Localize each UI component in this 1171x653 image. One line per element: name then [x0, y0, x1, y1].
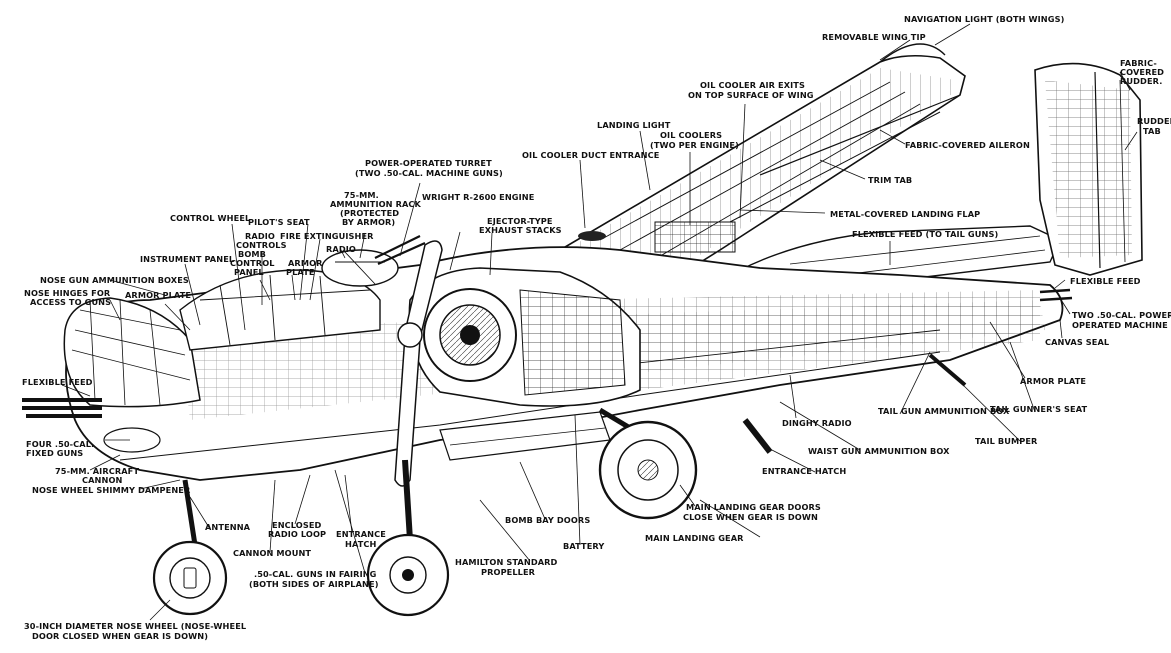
label-pilots-seat: PILOT'S SEAT — [248, 217, 310, 227]
label-ammo-rack: 75-MM. AMMUNITION RACK (PROTECTED BY ARM… — [330, 190, 424, 227]
label-tail-gunners-seat: TAIL GUNNER'S SEAT — [990, 404, 1088, 414]
label-antenna: ANTENNA — [205, 522, 251, 532]
label-radio-controls: RADIO CONTROLS — [236, 231, 287, 250]
propeller — [394, 240, 443, 487]
label-metal-flap: METAL-COVERED LANDING FLAP — [830, 209, 980, 219]
label-wright-engine: WRIGHT R-2600 ENGINE — [422, 192, 534, 202]
main-landing-gear-rear — [598, 407, 773, 520]
callout-labels: NAVIGATION LIGHT (BOTH WINGS) REMOVABLE … — [22, 14, 1171, 641]
label-rudder-tab: RUDDER TAB — [1137, 116, 1171, 136]
label-entrance-hatch-right: ENTRANCE HATCH — [762, 466, 846, 476]
label-hamilton-propeller: HAMILTON STANDARD PROPELLER — [455, 557, 560, 577]
label-guns-in-fairing: .50-CAL. GUNS IN FAIRING (BOTH SIDES OF … — [249, 569, 379, 589]
nose-landing-gear — [152, 479, 228, 616]
label-armor-plate-right: ARMOR PLATE — [1020, 376, 1086, 386]
label-cannon-mount: CANNON MOUNT — [233, 548, 311, 558]
label-armor-plate-left: ARMOR PLATE — [125, 290, 191, 300]
label-fire-extinguisher: FIRE EXTINGUISHER — [280, 231, 374, 241]
label-canvas-seal: CANVAS SEAL — [1045, 337, 1109, 347]
label-oil-cooler-air-exits: OIL COOLER AIR EXITS ON TOP SURFACE OF W… — [688, 80, 814, 100]
label-armor-plate-top: ARMOR PLATE — [286, 258, 326, 277]
label-nose-wheel: 30-INCH DIAMETER NOSE WHEEL (NOSE-WHEEL … — [24, 621, 249, 641]
label-tail-gun-ammo: TAIL GUN AMMUNITION BOX — [878, 406, 1010, 416]
leader-lines — [61, 23, 1138, 621]
label-entrance-hatch-left: ENTRANCE HATCH — [336, 529, 389, 549]
label-nose-gun-ammo: NOSE GUN AMMUNITION BOXES — [40, 275, 189, 285]
cockpit-canopy — [179, 269, 381, 351]
label-oil-coolers: OIL COOLERS (TWO PER ENGINE) — [650, 130, 739, 150]
label-main-landing-gear: MAIN LANDING GEAR — [645, 533, 744, 543]
label-flexible-feed-tail: FLEXIBLE FEED (TO TAIL GUNS) — [852, 229, 998, 239]
main-wing — [558, 43, 966, 301]
label-nose-hinges: NOSE HINGES FOR ACCESS TO GUNS — [24, 288, 113, 307]
label-fabric-rudder: FABRIC- COVERED RUDDER. — [1120, 58, 1167, 86]
label-waist-gun-ammo: WAIST GUN AMMUNITION BOX — [808, 446, 950, 456]
label-flexible-feed-right: FLEXIBLE FEED — [1070, 276, 1141, 286]
label-shimmy-dampener: NOSE WHEEL SHIMMY DAMPENER — [32, 485, 191, 495]
label-flexible-feed-left: FLEXIBLE FEED — [22, 377, 93, 387]
main-landing-gear-front — [366, 459, 450, 617]
label-75mm-cannon: 75-MM. AIRCRAFT CANNON — [55, 466, 142, 485]
label-landing-light: LANDING LIGHT — [597, 120, 671, 130]
label-radio: RADIO — [326, 244, 356, 254]
aircraft-illustration — [22, 43, 1143, 617]
tail-bumper — [928, 353, 967, 387]
label-four-50cal: FOUR .50-CAL. FIXED GUNS — [26, 439, 97, 458]
label-battery: BATTERY — [563, 541, 605, 551]
label-oil-cooler-duct: OIL COOLER DUCT ENTRANCE — [522, 150, 659, 160]
tail-guns — [1039, 288, 1073, 302]
label-removable-wing-tip: REMOVABLE WING TIP — [822, 32, 926, 42]
label-power-turret: POWER-OPERATED TURRET (TWO .50-CAL. MACH… — [355, 158, 503, 178]
label-fabric-aileron: FABRIC-COVERED AILERON — [905, 140, 1030, 150]
label-trim-tab: TRIM TAB — [868, 175, 912, 185]
label-enclosed-radio-loop: ENCLOSED RADIO LOOP — [268, 520, 326, 539]
dorsal-turret — [321, 235, 426, 287]
label-dinghy-radio: DINGHY RADIO — [782, 418, 852, 428]
label-instrument-panel: INSTRUMENT PANEL — [140, 254, 234, 264]
label-bomb-control-panel: BOMB CONTROL PANEL — [230, 249, 278, 277]
nose-section — [22, 297, 201, 453]
label-navigation-light: NAVIGATION LIGHT (BOTH WINGS) — [904, 14, 1065, 24]
label-main-gear-doors: MAIN LANDING GEAR DOORS CLOSE WHEN GEAR … — [683, 502, 824, 522]
label-ejector-stacks: EJECTOR-TYPE EXHAUST STACKS — [479, 216, 562, 235]
label-two-50cal: TWO .50-CAL. POWER- OPERATED MACHINE GUN — [1072, 310, 1171, 330]
vertical-fin-rudder — [1034, 62, 1143, 276]
engine-nacelle — [408, 267, 641, 407]
label-control-wheel: CONTROL WHEEL — [170, 213, 250, 223]
label-bomb-bay-doors: BOMB BAY DOORS — [505, 515, 590, 525]
label-tail-bumper: TAIL BUMPER — [975, 436, 1038, 446]
